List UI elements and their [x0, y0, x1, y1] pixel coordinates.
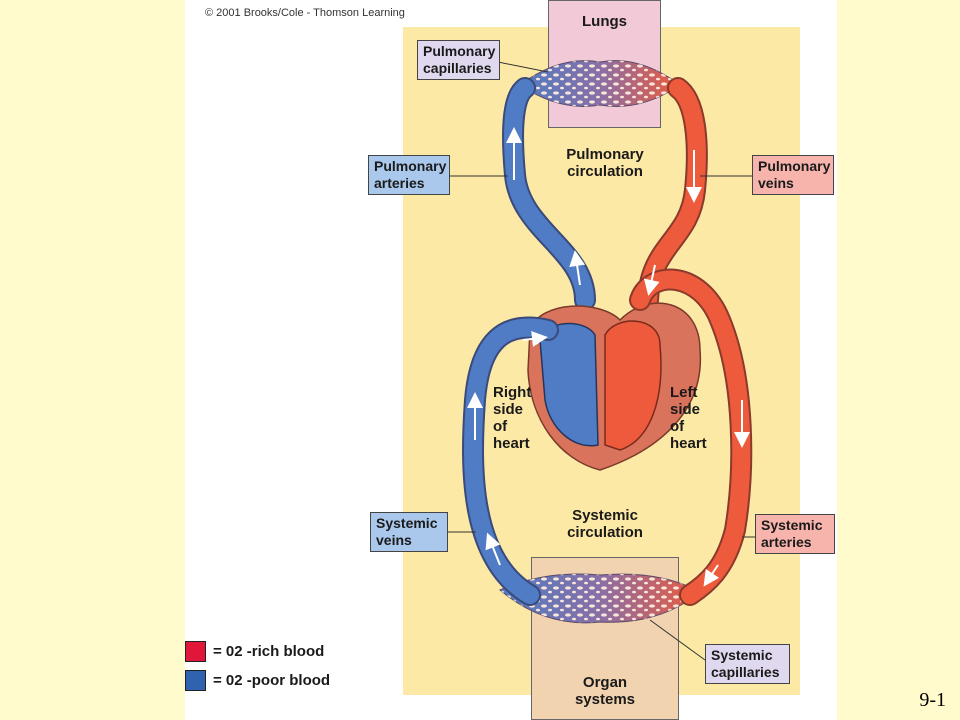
legend-oxygen-rich: = 02 -rich blood	[185, 641, 324, 662]
legend-oxygen-poor: = 02 -poor blood	[185, 670, 330, 691]
flow-arrow	[703, 564, 720, 587]
flow-arrow	[522, 330, 548, 347]
left-heart-chamber	[604, 320, 662, 451]
flow-arrow	[569, 250, 586, 286]
flow-arrow	[643, 264, 660, 296]
page-number: 9-1	[919, 689, 946, 711]
oxygen-rich-swatch	[185, 641, 206, 662]
flow-arrow	[485, 532, 501, 566]
copyright-notice: © 2001 Brooks/Cole - Thomson Learning	[205, 7, 405, 19]
oxygen-poor-swatch	[185, 670, 206, 691]
